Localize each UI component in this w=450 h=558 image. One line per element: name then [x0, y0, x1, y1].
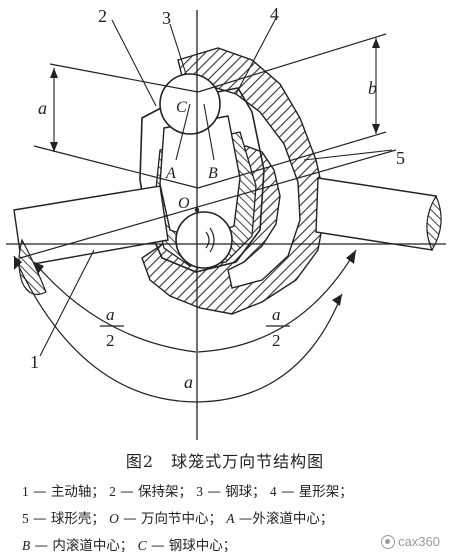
leader-1 — [39, 249, 95, 357]
point-c: C — [176, 99, 187, 116]
legend-text-c: — 钢球中心； — [146, 538, 237, 554]
legend-sym-b: B — [22, 538, 31, 553]
frac-right-den: 2 — [272, 331, 281, 350]
legend-text-b: — 内滚道中心； — [30, 538, 134, 554]
legend-text-5: — 球形壳； — [28, 511, 105, 527]
angle-a-bottom-label: a — [184, 372, 193, 392]
legend-num-4: 4 — [269, 484, 277, 499]
legend-line-3: B — 内滚道中心； C — 钢球中心； — [22, 534, 236, 554]
legend-sym-a: A — [226, 511, 235, 526]
callout-1: 1 — [30, 352, 39, 372]
legend-line-1: 1 — 主动轴； 2 — 保持架； 3 — 钢球； 4 — 星形架； — [22, 480, 353, 500]
arc-full-arrow-left — [14, 256, 22, 270]
legend-text-2: — 保持架； — [115, 484, 192, 500]
legend-text-4: — 星形架； — [276, 484, 353, 500]
point-b: B — [208, 165, 218, 182]
driven-shaft — [315, 177, 437, 251]
leader-5 — [303, 149, 393, 161]
leader-4 — [235, 17, 277, 95]
point-o: O — [178, 195, 190, 212]
ray-c-b — [203, 103, 215, 161]
legend-num-5: 5 — [22, 511, 29, 526]
frac-left-den: 2 — [106, 331, 115, 350]
legend-sym-o: O — [109, 511, 119, 526]
arc-full — [13, 255, 343, 403]
legend-text-3: — 钢球； — [203, 484, 266, 500]
leader-2 — [111, 19, 157, 107]
callout-2: 2 — [98, 6, 107, 26]
arc-half-right — [197, 249, 357, 353]
ball-lower-shade — [205, 227, 215, 253]
legend-num-3: 3 — [196, 484, 204, 499]
legend-text-1: — 主动轴； — [28, 484, 105, 500]
frac-right-num: a — [272, 305, 281, 324]
arc-half-left-arrow — [34, 262, 44, 274]
driven-shaft-end — [426, 194, 442, 252]
dim-a-left-arrow-top — [50, 68, 58, 78]
ray-lower-right — [197, 131, 387, 189]
center-dot-o — [194, 207, 200, 213]
watermark: cax360 — [381, 534, 440, 549]
legend-num-1: 1 — [22, 484, 29, 499]
ray-lower-left — [33, 145, 199, 189]
dim-a-left-arrow-bottom — [50, 142, 58, 152]
dim-b-right-label: b — [368, 78, 377, 98]
watermark-icon — [381, 534, 396, 549]
ray-upper-right — [197, 33, 387, 93]
figure-caption: 图2 球笼式万向节结构图 — [125, 452, 325, 471]
arc-half-right-arrow — [346, 250, 356, 264]
callout-3: 3 — [162, 8, 171, 28]
watermark-text: cax360 — [398, 534, 440, 549]
ray-upper-left — [49, 63, 199, 93]
cv-joint-diagram: 1 2 3 4 5 C A B O a b a 2 a 2 a — [6, 4, 446, 440]
dim-a-left-label: a — [38, 98, 47, 118]
legend-num-2: 2 — [109, 484, 116, 499]
dim-b-right-arrow-top — [372, 38, 380, 48]
legend-line-2: 5 — 球形壳； O — 万向节中心； A —外滚道中心； — [22, 507, 333, 527]
dim-b-right-arrow-bottom — [372, 124, 380, 134]
driving-shaft — [13, 185, 169, 267]
caption-block: 图2 球笼式万向节结构图 1 — 主动轴； 2 — 保持架； 3 — 钢球； 4… — [0, 440, 450, 558]
leader-3 — [169, 23, 187, 75]
callout-4: 4 — [270, 4, 279, 24]
legend-sym-c: C — [137, 538, 147, 553]
arc-half-left — [33, 261, 197, 353]
ray-c-a — [175, 103, 191, 161]
callout-5: 5 — [396, 148, 405, 168]
point-a: A — [165, 165, 176, 182]
steel-ball-lower — [175, 211, 233, 269]
legend-text-a: —外滚道中心； — [234, 511, 334, 527]
tilted-axis — [19, 149, 397, 259]
legend-text-o: — 万向节中心； — [118, 511, 222, 527]
frac-left-num: a — [106, 305, 115, 324]
arc-full-arrow-right — [332, 294, 342, 306]
